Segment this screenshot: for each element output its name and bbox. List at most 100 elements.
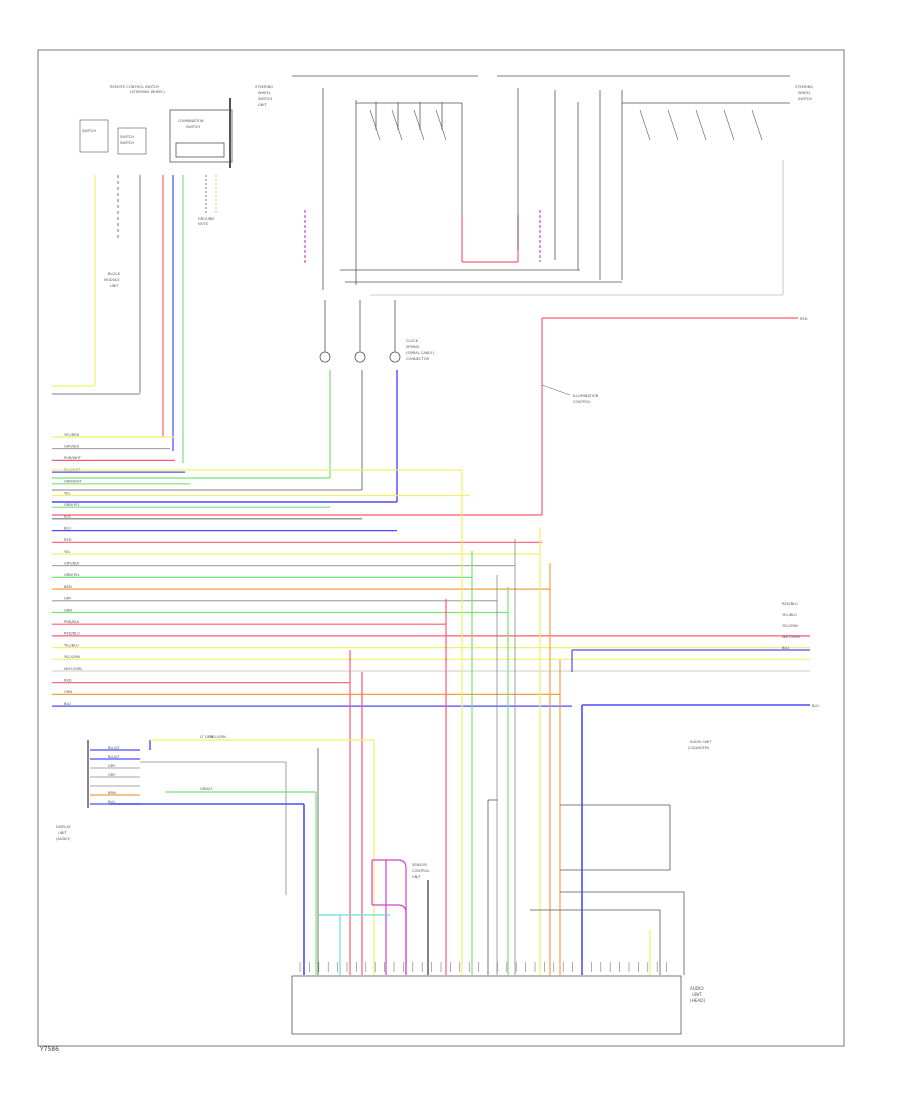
left-bus-wire-label: PUR/WHT <box>64 456 82 460</box>
right-bus-wire-label: RED/BLU <box>782 602 798 606</box>
label-top-left-sw-a: SWITCH <box>82 129 96 133</box>
left-bus-wire: GRN <box>52 608 508 614</box>
left-bus-wire-label: BLU <box>64 526 71 530</box>
display-wire-label: BLU/LT <box>108 755 121 759</box>
label-bottom-box-name3: (HEAD) <box>690 998 706 1003</box>
left-bus-wire: BRN <box>52 585 550 590</box>
label-center-clock3: (SPIRAL CABLE) <box>406 351 435 355</box>
left-bus-wire-label: ORN <box>64 690 72 694</box>
left-bus-wire-label: YEL/BLU <box>64 643 79 647</box>
left-bus-wire: BLK <box>52 515 362 520</box>
right-bus-wire: RED/BLU <box>782 602 798 606</box>
display-bus-label: GRN/LT <box>200 787 214 791</box>
right-bus-wire: WHT/GRN <box>782 635 800 639</box>
left-bus-wire-label: GRY/BLK <box>64 445 80 449</box>
left-bus-wire: GRN/WHT <box>52 480 190 485</box>
bus-drops: BLU AUDIO UNIT (CD/AM/FM) <box>52 469 819 975</box>
label-center-clock4: CONNECTOR <box>406 357 430 361</box>
label-right-wire-red: RED <box>800 317 808 321</box>
display-wire: BRN <box>90 791 140 796</box>
diagram-code: Y7586 <box>39 1046 59 1053</box>
display-wire-label: BLU/LT <box>108 746 121 750</box>
label-center-lower-name2: CONTROL <box>412 869 430 873</box>
left-bus-wire: BLU <box>52 526 397 532</box>
steering-switch-group-left: STEERING WHEEL SWITCH UNIT <box>255 75 580 290</box>
label-upper-center-sub: WHEEL <box>258 91 271 95</box>
label-mid-left-module2: UNIT <box>110 284 119 288</box>
label-top-left-sub: (STEERING WHEEL) <box>130 90 165 94</box>
label-right-mid-name: ILLUMINATION <box>573 394 599 398</box>
label-center-clock: CLOCK <box>406 339 419 343</box>
display-wire-label: GRY <box>108 773 116 777</box>
connector-pin-row <box>299 962 667 972</box>
left-bus-wire: GRY/BLK <box>52 445 170 450</box>
audio-head-unit: AUDIO UNIT (HEAD) <box>291 962 706 1035</box>
left-bus-wire: BLU <box>52 702 572 707</box>
left-bus-wire: GRN/YEL <box>52 573 472 579</box>
left-bus-wire-label: RED <box>64 679 72 683</box>
left-bus-wire: RED <box>52 679 350 684</box>
label-upper-right-title: STEERING <box>795 85 813 89</box>
label-top-left-pack: COMBINATION <box>178 119 204 123</box>
label-lower-left-name2: UNIT <box>58 831 67 835</box>
left-bus-wire: YEL/BLU <box>52 643 810 649</box>
left-bus-wire-label: BLK <box>64 515 71 519</box>
display-wire-label: BLU <box>108 800 115 804</box>
steering-switch-group-right: STEERING WHEEL SWITCH <box>345 75 813 296</box>
label-top-left-title: REMOTE CONTROL SWITCH <box>110 85 159 89</box>
right-bus-wire: BLU <box>782 646 789 650</box>
left-bus-wire-label: WHT/GRN <box>64 667 82 671</box>
left-bus-wire: GRY/BLK <box>52 562 515 567</box>
left-bus-wire: YEL/RED <box>52 433 174 438</box>
left-bus-wire-label: GRY/BLK <box>64 562 80 566</box>
left-bus-wire-label: BLU <box>64 702 71 706</box>
left-bus-wire: GRN/YEL <box>52 503 330 508</box>
label-lower-right-name: AUDIO UNIT <box>690 740 712 744</box>
right-bus-wire: YEL/BLU <box>782 613 797 617</box>
display-unit-group: DISPLAY UNIT (AUDIO) BLU/LTBLU/LTGRYGRYB… <box>56 735 375 975</box>
label-upper-right-sub: WHEEL <box>798 91 811 95</box>
label-bottom-box-name: AUDIO <box>690 986 704 991</box>
left-bus-wire: ORN <box>52 690 560 696</box>
right-bus-wire-label: WHT/GRN <box>782 635 800 639</box>
left-bus-wire: RED/BLU <box>52 632 810 637</box>
left-bus-wire-label: GRN <box>64 608 72 612</box>
left-bus-wire-label: YEL/RED <box>64 433 79 437</box>
label-center-clock2: SPRING <box>406 345 420 349</box>
left-bus-wire-label: GRN/WHT <box>64 480 82 484</box>
left-bus-wire-label: YEL/GRN <box>64 655 80 659</box>
left-bus-wire-label: BRN <box>64 585 72 589</box>
lower-right-harness <box>487 799 685 975</box>
right-bus-wire-label: YEL/BLU <box>782 613 797 617</box>
label-upper-right-sub2: SWITCH <box>798 97 812 101</box>
left-bus-wire: PUR/WHT <box>52 456 175 461</box>
left-bus-wire-label: GRN/YEL <box>64 503 80 507</box>
left-bus-wire: YEL <box>52 550 540 555</box>
display-wire: BLU/LT <box>90 755 140 760</box>
label-center-lower-name3: UNIT <box>412 875 421 879</box>
left-bus-wire-label: GRY <box>64 597 72 601</box>
remote-control-switch-group: REMOTE CONTROL SWITCH (STEERING WHEEL) C… <box>52 85 233 463</box>
display-wire-label: GRY <box>108 764 116 768</box>
label-center-lower-name: SENSOR <box>412 863 427 867</box>
label-right-wire-blue: BLU <box>812 704 819 708</box>
label-top-left-sw-b: SWITCH <box>120 135 134 139</box>
label-lower-left-name3: (AUDIO) <box>56 837 71 841</box>
left-bus-wire: GRY <box>52 597 497 602</box>
left-bus-wire-label: RED/BLU <box>64 632 80 636</box>
display-wire: GRY <box>90 764 140 769</box>
left-bus-wire: PNK/BLK <box>52 620 446 625</box>
right-bus-wire-label: BLU <box>782 646 789 650</box>
label-top-left-ground-note: NOTE <box>198 222 209 226</box>
left-bus-wire-label: YEL <box>64 491 70 495</box>
label-mid-left-block: BLOCK <box>108 272 121 276</box>
illumination-feed: RED ILLUMINATION CONTROL <box>52 317 808 516</box>
label-upper-center-sub2: SWITCH <box>258 97 272 101</box>
display-wire: BLU <box>90 800 140 805</box>
diagram-frame <box>37 49 845 1047</box>
display-wire: GRY <box>90 773 140 778</box>
label-lower-right-name2: (CD/AM/FM) <box>688 746 710 750</box>
display-wire: BLU/LT <box>90 746 140 751</box>
label-upper-center-title: STEERING <box>255 85 273 89</box>
